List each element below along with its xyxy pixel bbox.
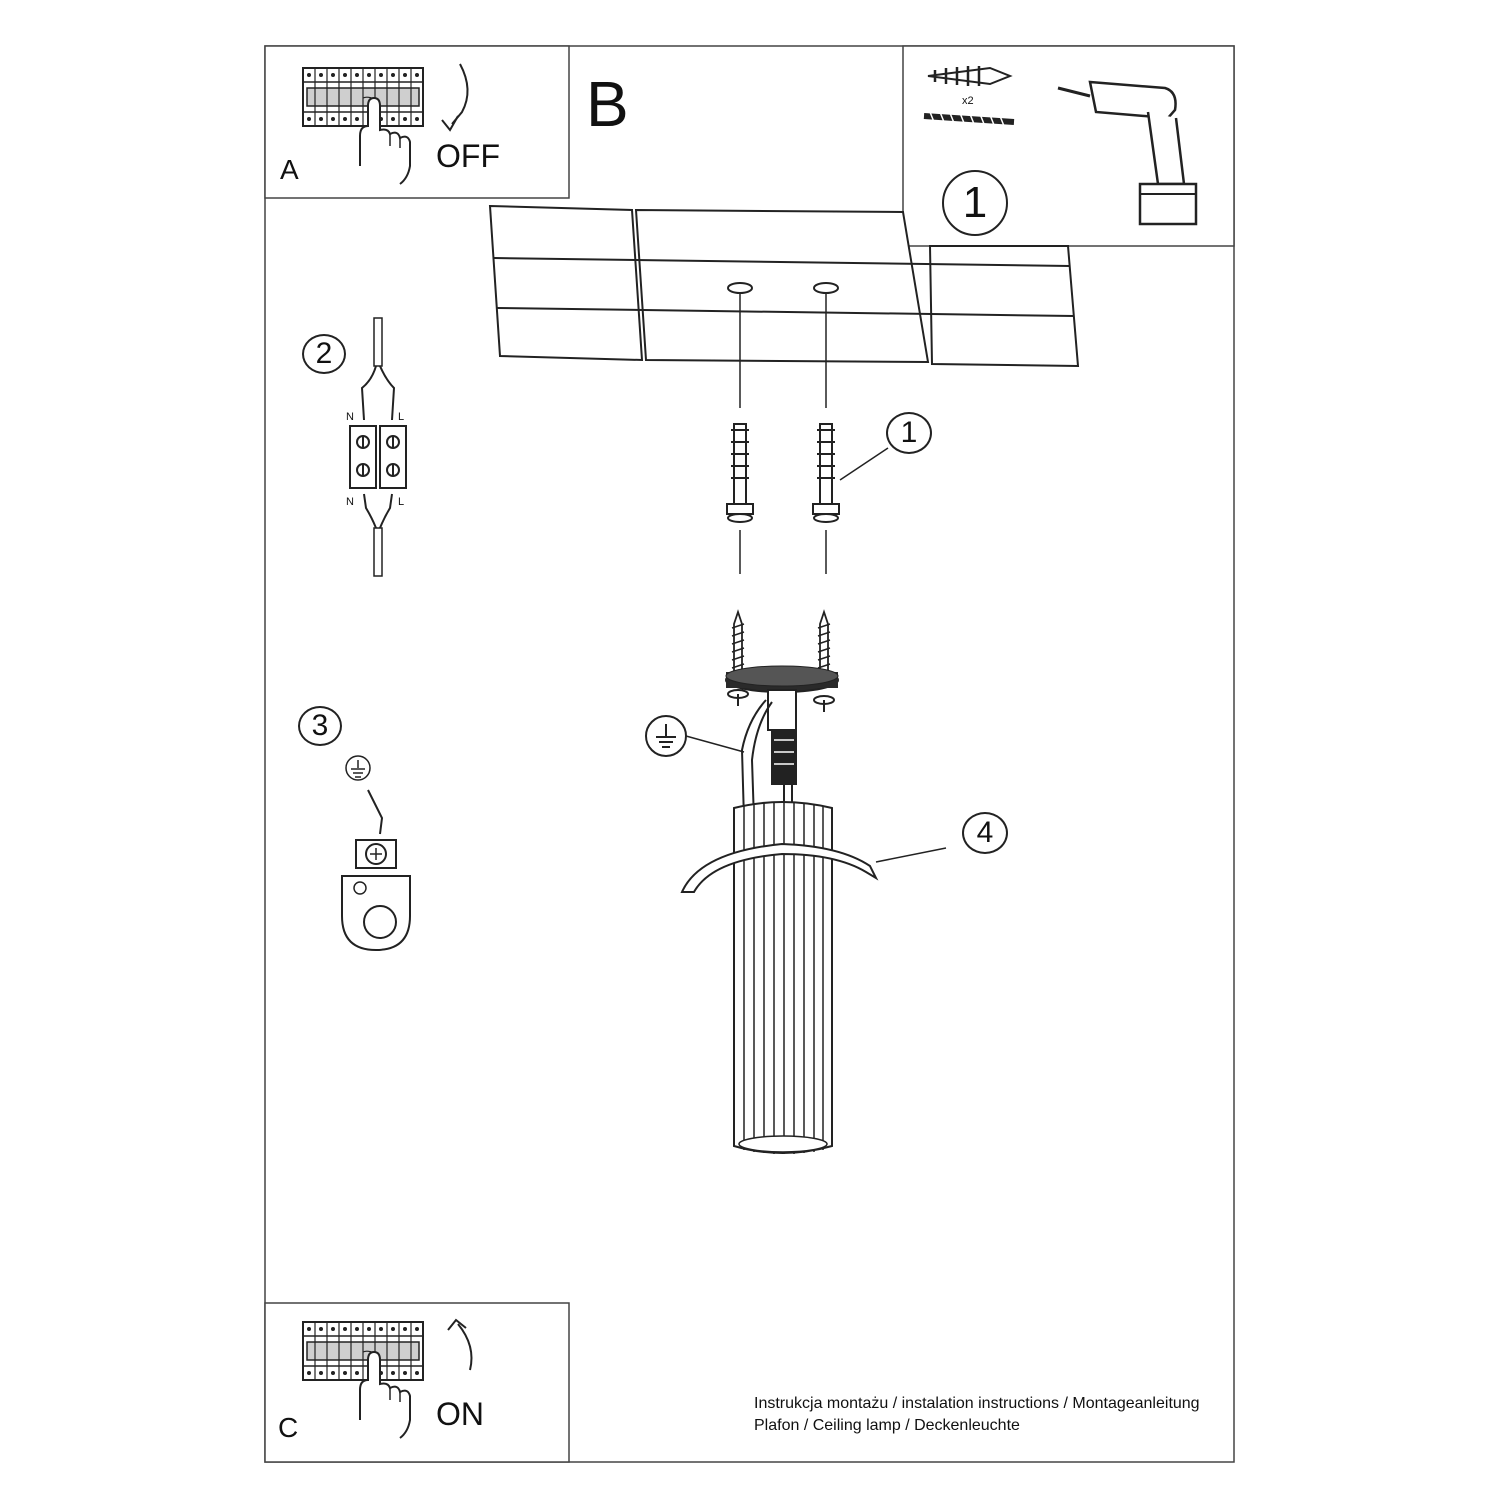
off-label: OFF [436,138,500,174]
panel-a [264,45,570,199]
wire-label-l-top: L [398,411,405,423]
ground-callout-line [685,735,745,753]
step-3-grounding [341,755,411,952]
callout-line-4 [875,847,947,863]
footer-product: Plafon / Ceiling lamp / Deckenleuchte [754,1417,1020,1434]
canopy-assembly [645,611,839,821]
ground-clamp-icon [341,839,411,952]
on-label: ON [436,1396,484,1432]
arrow-up-icon [457,1323,473,1371]
anchors [726,423,889,574]
ceiling-panels [488,204,1080,408]
wall-plug-icon [927,66,1013,86]
step-2-number: 2 [302,334,346,374]
panel-a-letter: A [280,154,299,185]
ground-symbol-icon [645,715,687,757]
circuit-breaker-icon [302,67,424,127]
tools-panel [902,45,1235,247]
drill-icon [1057,80,1198,226]
arrow-down-icon [451,63,469,125]
footer-instructions: Instrukcja montażu / instalation instruc… [754,1395,1200,1412]
retaining-ring [680,842,879,893]
panel-c-letter: C [278,1412,299,1443]
step-2-wiring [349,317,407,577]
wire-label-n-top: N [346,411,354,423]
step-3-number: 3 [298,706,342,746]
wire-label-l-bottom: L [398,496,405,508]
panel-b-letter: B [586,68,629,140]
callout-ring-number: 4 [962,812,1008,854]
lamp-body [680,801,947,1154]
circuit-breaker-icon [302,1321,424,1381]
quantity-label: x2 [962,95,974,107]
panel-c [264,1302,570,1463]
sheet-border [264,45,1235,1463]
tools-step-number: 1 [942,170,1008,236]
callout-line-1 [839,447,889,481]
screw-icon [923,111,1015,127]
callout-anchor-number: 1 [886,412,932,454]
ground-symbol-icon [345,755,371,781]
terminal-block-icon [349,425,407,489]
wire-label-n-bottom: N [346,496,354,508]
